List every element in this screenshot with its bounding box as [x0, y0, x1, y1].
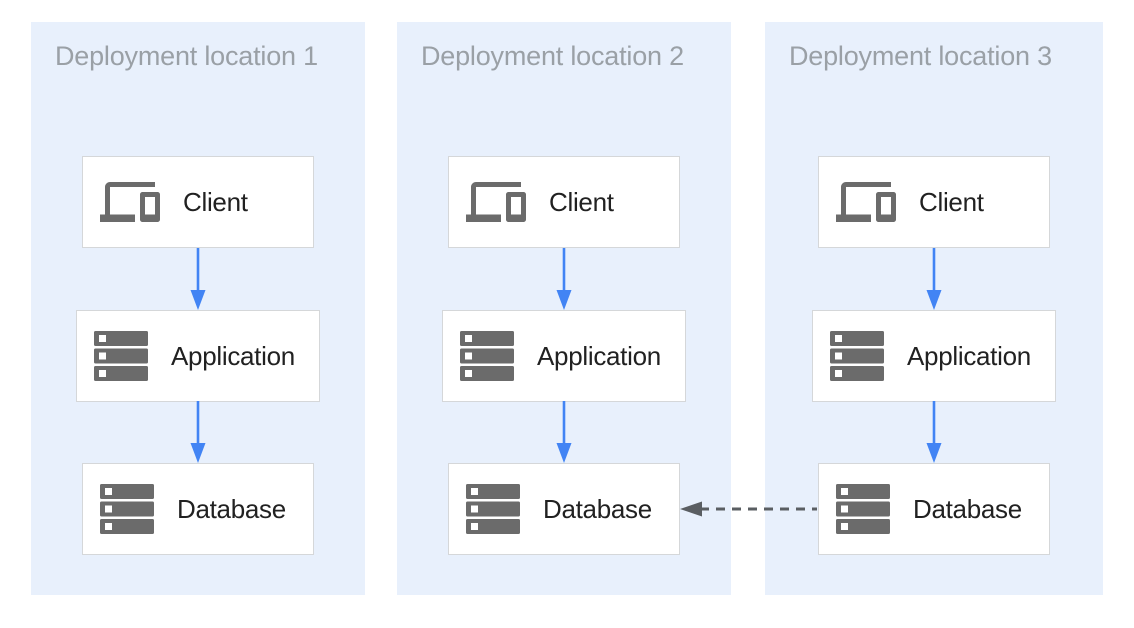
node-label: Application [907, 340, 1031, 371]
arrow-down-icon [556, 248, 572, 310]
arrow-down-icon [926, 248, 942, 310]
deployment-location-3-panel: Deployment location 3 Client Application [765, 22, 1103, 595]
arrow-down-icon [190, 248, 206, 310]
devices-icon [466, 182, 526, 222]
database-node: Database [82, 463, 314, 555]
deployment-location-1-panel: Deployment location 1 Client Application [31, 22, 365, 595]
server-stack-icon [460, 331, 514, 381]
application-node: Application [442, 310, 686, 402]
node-label: Client [919, 186, 984, 217]
server-stack-icon [100, 484, 154, 534]
server-stack-icon [836, 484, 890, 534]
panel-title: Deployment location 1 [55, 41, 318, 71]
client-node: Client [82, 156, 314, 248]
server-stack-icon [94, 331, 148, 381]
database-node: Database [818, 463, 1050, 555]
dashed-arrow-left-icon [680, 501, 817, 517]
deployment-location-2-panel: Deployment location 2 Client Application [397, 22, 731, 595]
client-node: Client [448, 156, 680, 248]
arrow-down-icon [926, 401, 942, 463]
node-label: Database [543, 493, 652, 524]
arrow-down-icon [556, 401, 572, 463]
application-node: Application [76, 310, 320, 402]
arrow-down-icon [190, 401, 206, 463]
panel-title: Deployment location 3 [789, 41, 1052, 71]
server-stack-icon [466, 484, 520, 534]
node-label: Application [171, 340, 295, 371]
node-label: Client [549, 186, 614, 217]
panel-title: Deployment location 2 [421, 41, 684, 71]
devices-icon [100, 182, 160, 222]
node-label: Database [913, 493, 1022, 524]
database-node: Database [448, 463, 680, 555]
client-node: Client [818, 156, 1050, 248]
application-node: Application [812, 310, 1056, 402]
node-label: Database [177, 493, 286, 524]
devices-icon [836, 182, 896, 222]
node-label: Client [183, 186, 248, 217]
server-stack-icon [830, 331, 884, 381]
node-label: Application [537, 340, 661, 371]
